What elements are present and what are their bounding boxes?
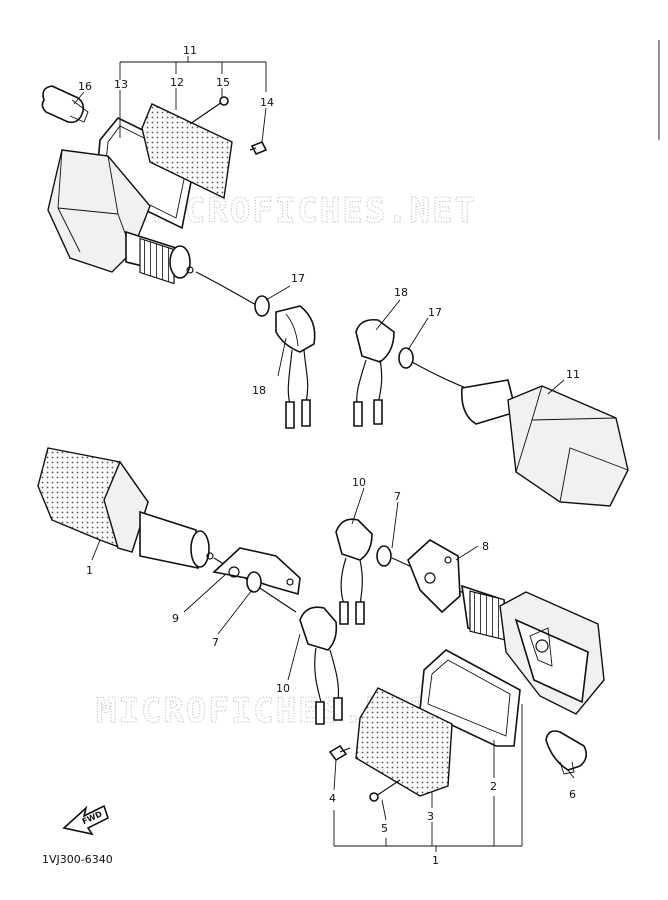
callout-8: 8 [482, 540, 489, 553]
screw-4 [328, 744, 351, 762]
callout-18-right: 18 [394, 286, 408, 299]
callout-10-right: 10 [352, 476, 366, 489]
callout-16: 16 [78, 80, 92, 93]
callout-7-right: 7 [394, 490, 401, 503]
housing-bottom-right [461, 584, 605, 715]
screw-15 [189, 96, 229, 125]
wire-right-middle [411, 361, 467, 389]
callout-13: 13 [114, 78, 128, 91]
lens-3 [355, 687, 453, 797]
wire-top-left [195, 271, 259, 307]
grommet-7-right [376, 545, 392, 567]
top-left-turn-signal-assembly [41, 85, 316, 429]
callout-17-left: 17 [291, 272, 305, 285]
bulb-6 [545, 730, 588, 775]
grommet-7-left [246, 571, 262, 593]
bulb-16 [41, 85, 89, 124]
callout-5: 5 [381, 822, 388, 835]
bottom-right-turn-signal-assembly [328, 518, 605, 802]
callout-11-right: 11 [566, 368, 580, 381]
screw-14 [249, 140, 268, 156]
socket-18-left [275, 305, 316, 429]
watermark-top: MICROFICHES.NET [140, 191, 477, 231]
callout-15: 15 [216, 76, 230, 89]
diagram-code: 1VJ300-6340 [42, 853, 113, 866]
right-middle-turn-signal-assembly [353, 318, 629, 507]
grommet-17-left [254, 295, 270, 317]
callout-7-left: 7 [212, 636, 219, 649]
callout-11-top: 11 [183, 44, 197, 57]
housing-bottom-left-with-lens [37, 447, 214, 569]
callout-6: 6 [569, 788, 576, 801]
housing-right-middle [460, 379, 629, 507]
callout-17-right: 17 [428, 306, 442, 319]
callout-18-left: 18 [252, 384, 266, 397]
callout-10-left: 10 [276, 682, 290, 695]
socket-10-right [335, 518, 373, 625]
socket-10-left [299, 606, 343, 725]
bottom-left-turn-signal-assembly [37, 447, 343, 725]
grommet-17-right [398, 347, 414, 369]
bracket-8 [407, 539, 461, 614]
screw-5 [369, 779, 401, 802]
forward-arrow-icon: FWD [62, 804, 109, 836]
callout-4: 4 [329, 792, 336, 805]
callout-9: 9 [172, 612, 179, 625]
callout-3: 3 [427, 810, 434, 823]
callout-14: 14 [260, 96, 274, 109]
callout-1-left: 1 [86, 564, 93, 577]
leader-lines [73, 56, 575, 852]
housing-top-left [47, 149, 194, 285]
lens-12 [141, 103, 233, 200]
callout-1-bottom: 1 [432, 854, 439, 867]
callout-2: 2 [490, 780, 497, 793]
socket-18-right [353, 318, 395, 427]
callout-12: 12 [170, 76, 184, 89]
